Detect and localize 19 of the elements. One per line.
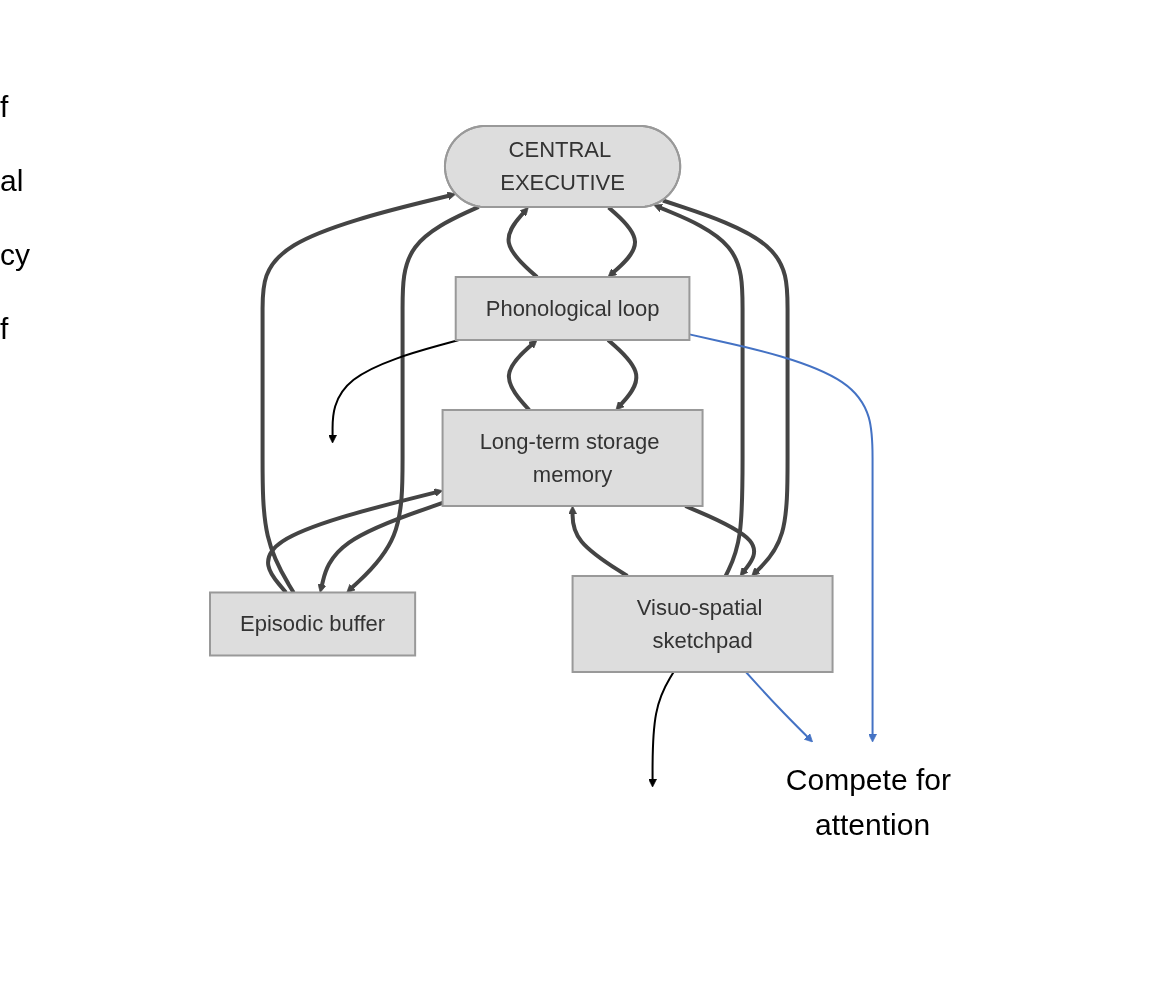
arrow [507, 339, 538, 411]
text-fragment: al [0, 164, 25, 198]
arrow [317, 500, 444, 593]
node-box: Visuo-spatial sketchpad [571, 574, 834, 673]
text-fragment: cy [0, 238, 31, 272]
arrow [745, 670, 814, 742]
node-box: Phonological loop [454, 275, 691, 341]
arrow [653, 203, 745, 577]
arrow [648, 670, 675, 787]
text-fragment: f [0, 312, 10, 346]
arrow [662, 198, 790, 576]
arrow [506, 206, 539, 278]
node-box: Episodic buffer [209, 591, 417, 656]
node-box: Long-term storage memory [441, 408, 704, 507]
arrow [607, 338, 639, 410]
text-fragment: f [0, 90, 10, 124]
arrow [346, 204, 480, 593]
arrow [607, 205, 638, 277]
node-text: Compete for attention [786, 762, 952, 841]
